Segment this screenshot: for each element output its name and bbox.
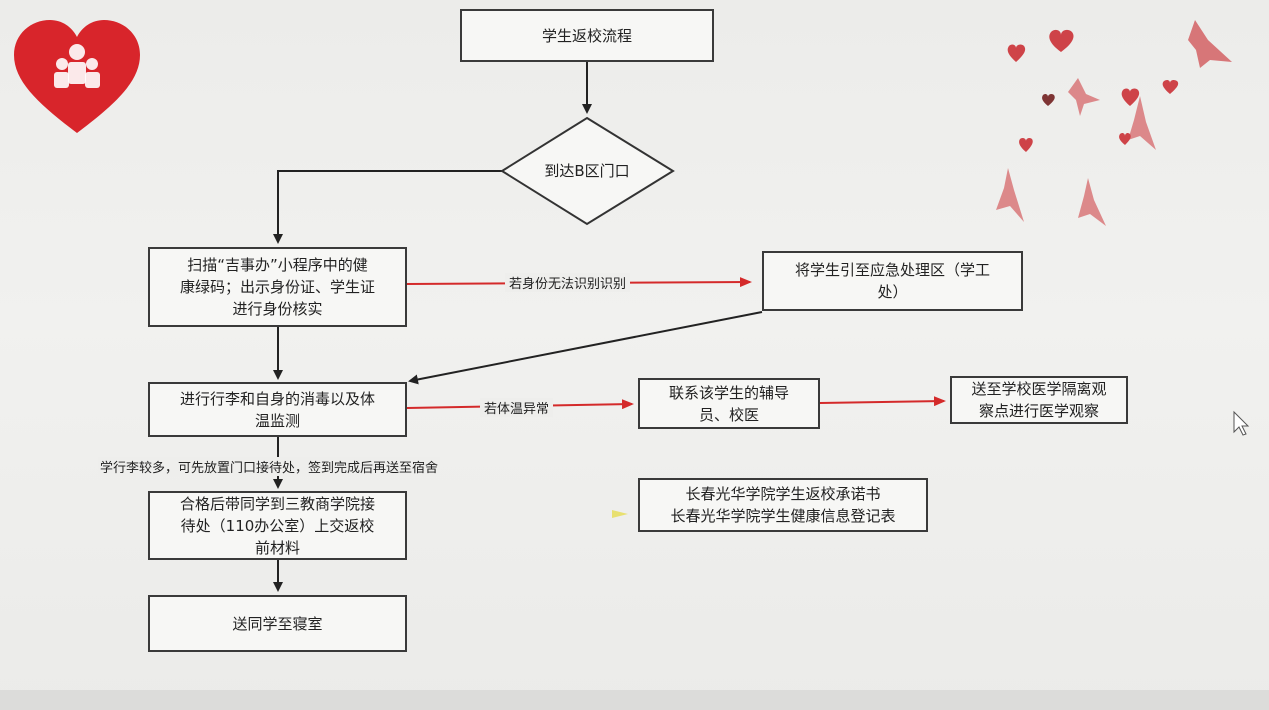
arrow-contact-to-isolate [819,396,946,407]
label-id-fail: 若身份无法识别识别 [505,273,631,292]
pointer-mark [612,510,628,518]
arrow-decision-to-scan [273,170,502,244]
decision-diamond [500,116,675,226]
mouse-cursor-icon [1233,410,1250,436]
documents-box: 长春光华学院学生返校承诺书 长春光华学院学生健康信息登记表 [638,478,928,532]
step-contact-box: 联系该学生的辅导 员、校医 [638,378,820,429]
step-scan-box: 扫描“吉事办”小程序中的健 康绿码；出示身份证、学生证 进行身份核实 [148,247,407,327]
step-emergency-box: 将学生引至应急处理区（学工 处） [762,251,1023,311]
heart-logo [14,20,140,133]
step-disinfect-box: 进行行李和自身的消毒以及体 温监测 [148,382,407,437]
screen-bottom-edge [0,690,1269,710]
label-luggage-note: 学行李较多，可先放置门口接待处，签到完成后再送至宿舍 [98,457,441,476]
label-temp-abnormal: 若体温异常 [480,398,554,417]
step-isolate-box: 送至学校医学隔离观 察点进行医学观察 [950,376,1128,424]
decoration-hearts-birds [996,20,1232,226]
arrow-emergency-to-disinfect [408,311,763,385]
step-report-box: 合格后带同学到三教商学院接 待处（110办公室）上交返校 前材料 [148,491,407,560]
step-dorm-box: 送同学至寝室 [148,595,407,652]
title-box: 学生返校流程 [460,9,714,62]
decision-text: 到达B区门口 [544,162,630,180]
